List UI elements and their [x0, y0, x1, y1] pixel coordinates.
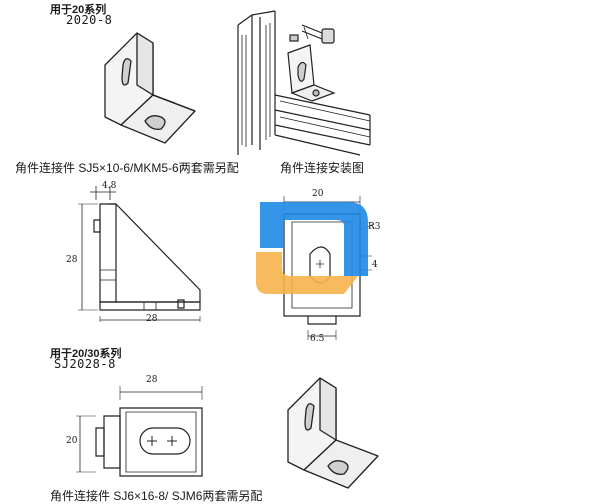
- installation-drawing: [237, 10, 371, 156]
- dim-radius-r3: R3: [368, 222, 381, 232]
- top-view-dimension-drawing: [76, 386, 203, 477]
- dim-height-20-s3: 20: [66, 436, 78, 446]
- model-number-2020-8: 2020-8: [66, 13, 113, 27]
- dim-front-width-20: 20: [312, 189, 324, 199]
- dim-width-28-s3: 28: [146, 375, 158, 385]
- caption-installation: 角件连接安装图: [280, 161, 365, 175]
- dim-offset-4: 4: [372, 260, 378, 270]
- dim-bottom-6-5: 6.5: [310, 334, 325, 344]
- dim-height-28: 28: [66, 255, 78, 265]
- corner-bracket-isometric-drawing: [104, 32, 196, 144]
- dim-thickness: 4.8: [102, 181, 117, 191]
- caption-connector-20: 角件连接件 SJ5×10-6/MKM5-6两套需另配: [15, 161, 239, 175]
- side-view-dimension-drawing: [78, 186, 201, 322]
- series-title-20: 用于20系列: [50, 4, 107, 16]
- series-title-20-30: 用于20/30系列: [50, 348, 122, 360]
- corner-bracket-isometric-drawing-2: [287, 377, 379, 489]
- model-number-sj2028-8: SJ2028-8: [54, 357, 116, 371]
- caption-connector-20-30: 角件连接件 SJ6×16-8/ SJM6两套需另配: [50, 489, 263, 503]
- dim-width-28: 28: [146, 314, 158, 324]
- watermark-logo: [256, 202, 368, 294]
